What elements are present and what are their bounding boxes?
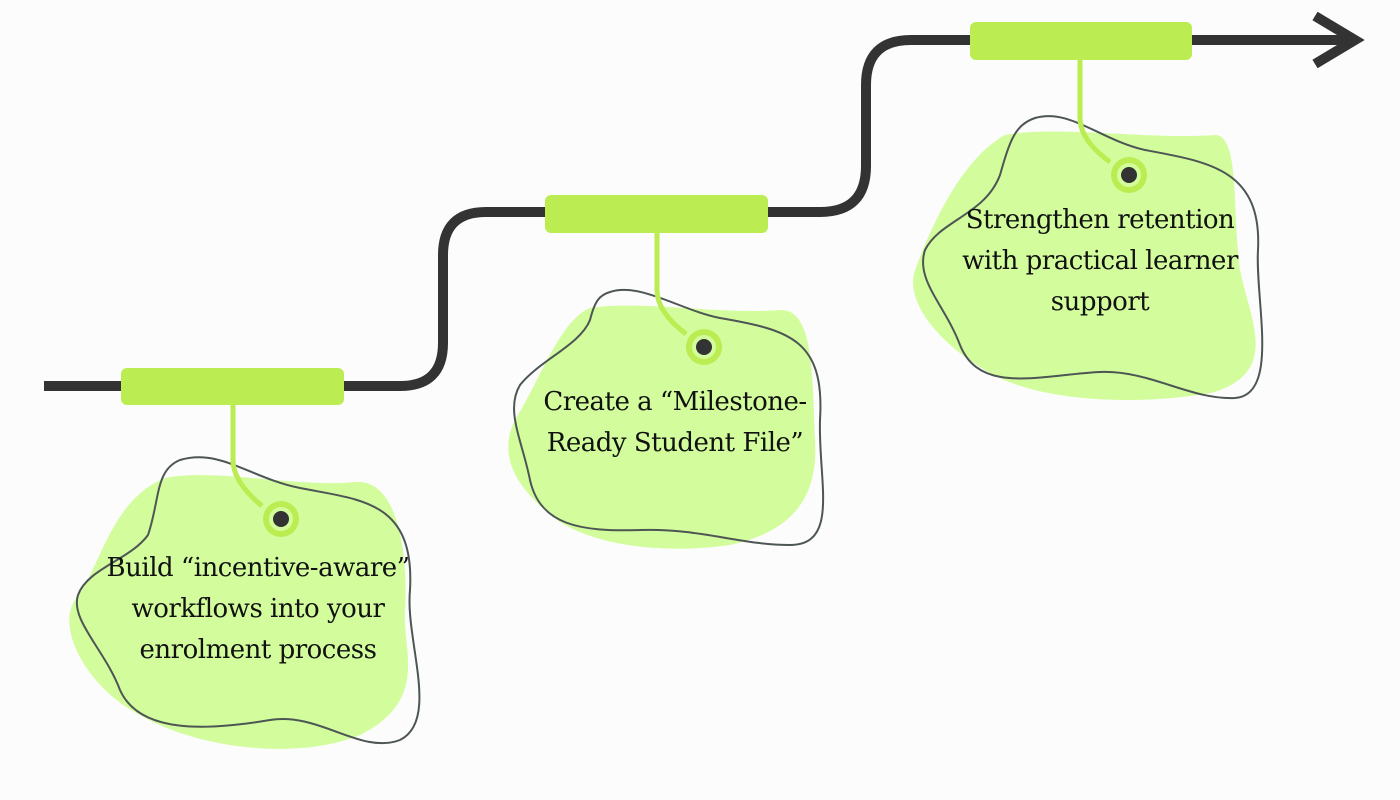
- step-2-blob: [508, 305, 816, 549]
- roadmap-path: [44, 35, 1355, 391]
- step-1-pin-dot: [273, 511, 289, 527]
- step-3-connector: [1077, 60, 1112, 165]
- step-1-outline: [75, 456, 421, 745]
- step-3-text: Strengthen retention with practical lear…: [962, 205, 1238, 317]
- step-2-text: Create a “Milestone-Ready Student File”: [543, 387, 807, 458]
- step-1-text: Build “incentive-aware” workflows into y…: [106, 553, 410, 665]
- step-1-group: [69, 368, 421, 749]
- step-1-connector: [230, 405, 264, 508]
- step-3-pin-dot: [1121, 167, 1137, 183]
- step-2-pin-dot: [696, 339, 712, 355]
- step-3-tab: [970, 22, 1192, 60]
- step-1-tab: [121, 368, 344, 405]
- step-3-outline: [922, 115, 1264, 400]
- step-2-group: [508, 195, 825, 549]
- step-1-blob: [69, 475, 409, 749]
- arrow-right-icon: [1312, 11, 1365, 69]
- step-2-connector: [654, 233, 688, 336]
- step-2-outline: [513, 288, 825, 547]
- step-2-tab: [545, 195, 768, 233]
- step-3-group: [913, 22, 1264, 400]
- step-3-blob: [913, 131, 1256, 400]
